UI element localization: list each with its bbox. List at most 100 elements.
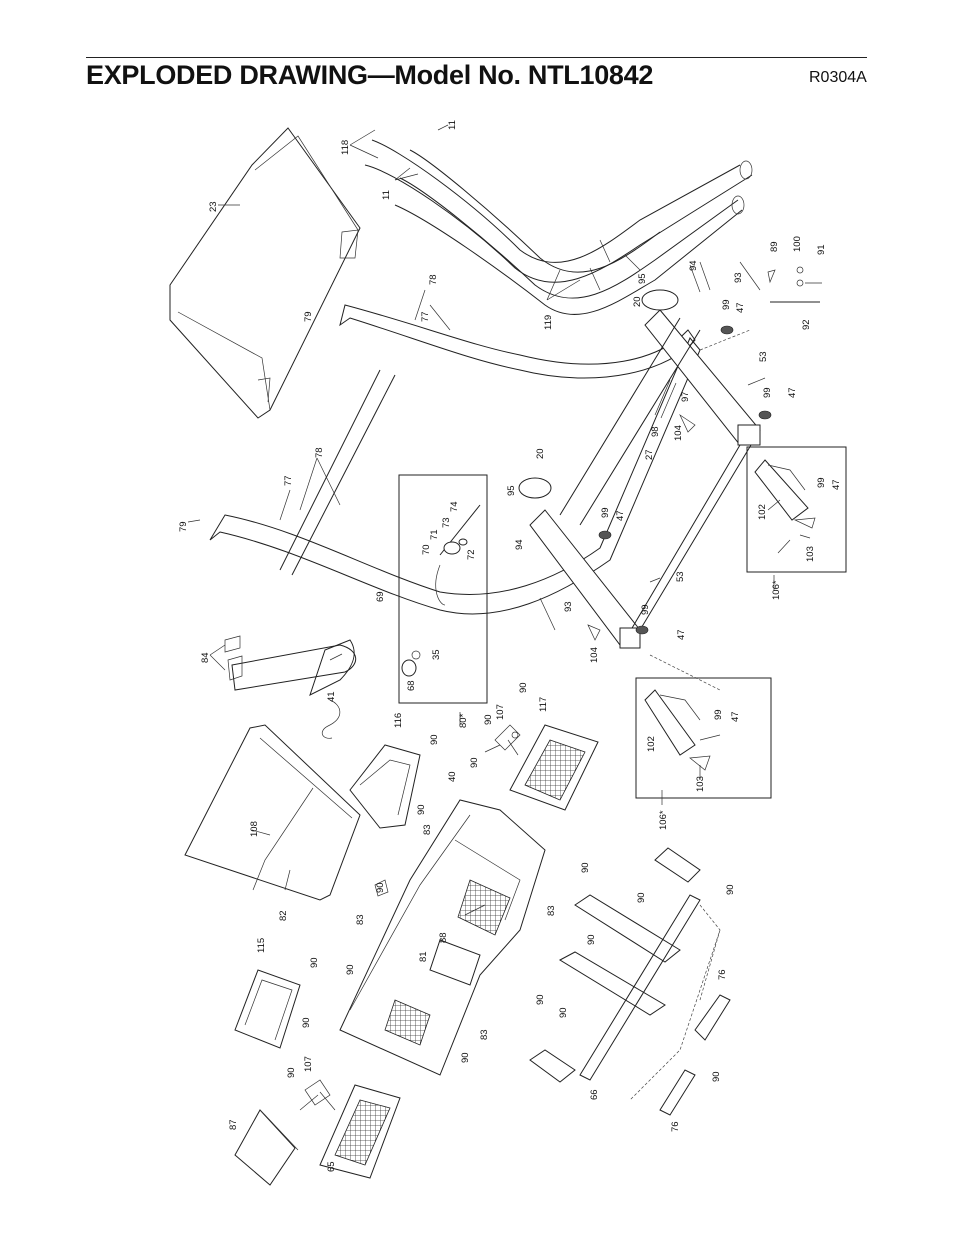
callout-47: 47: [831, 479, 842, 490]
callout-99: 99: [600, 507, 611, 518]
callout-115: 115: [256, 938, 267, 953]
callout-99: 99: [762, 387, 773, 398]
callout-90: 90: [636, 892, 647, 903]
callout-35: 35: [431, 649, 442, 660]
callout-97: 97: [680, 391, 691, 402]
callout-65: 65: [326, 1161, 337, 1172]
end-cap-part: [659, 994, 731, 1116]
callout-83: 83: [355, 914, 366, 925]
callout-78: 78: [314, 447, 325, 458]
callout-90: 90: [375, 882, 386, 893]
callout-103: 103: [695, 776, 706, 792]
fan-part-2: [299, 1079, 336, 1111]
callout-104: 104: [589, 647, 600, 663]
callout-23: 23: [208, 201, 219, 212]
callout-90: 90: [286, 1067, 297, 1078]
callout-95: 95: [506, 485, 517, 496]
callout-83: 83: [546, 905, 557, 916]
callout-72: 72: [466, 549, 477, 560]
tray-part: [224, 635, 357, 691]
callout-76: 76: [670, 1121, 681, 1132]
hood-part: [184, 639, 361, 901]
base-frame-part: [529, 847, 721, 1101]
callout-104: 104: [673, 425, 684, 441]
callout-100: 100: [792, 236, 803, 252]
callout-90: 90: [725, 884, 736, 895]
callout-68: 68: [406, 680, 417, 691]
callout-27: 27: [644, 449, 655, 460]
callout-95: 95: [637, 273, 648, 284]
callout-81: 81: [418, 951, 429, 962]
callout-99: 99: [713, 709, 724, 720]
callout-89: 89: [769, 241, 780, 252]
fan-shroud-part-2: [234, 969, 301, 1049]
callout-73: 73: [441, 517, 452, 528]
callout-106: 106*: [771, 580, 782, 600]
callout-53: 53: [675, 571, 686, 582]
callout-66: 66: [589, 1089, 600, 1100]
callout-94: 94: [688, 260, 699, 271]
callout-90: 90: [711, 1071, 722, 1082]
callout-76: 76: [717, 969, 728, 980]
fan-part: [484, 724, 521, 756]
callout-11: 11: [447, 120, 458, 130]
callout-47: 47: [676, 629, 687, 640]
console-part: [169, 127, 361, 419]
callout-47: 47: [615, 510, 626, 521]
hardware-parts: [539, 261, 822, 641]
callout-90: 90: [580, 862, 591, 873]
callout-88: 88: [438, 932, 449, 943]
callout-98: 98: [650, 426, 661, 437]
callout-77: 77: [420, 311, 431, 322]
callout-99: 99: [721, 299, 732, 310]
callout-90: 90: [535, 994, 546, 1005]
callout-119: 119: [543, 315, 554, 330]
callout-91: 91: [816, 244, 827, 255]
callout-93: 93: [563, 601, 574, 612]
callout-90: 90: [518, 682, 529, 693]
callout-69: 69: [375, 591, 386, 602]
callout-92: 92: [801, 319, 812, 330]
callout-117: 117: [538, 697, 549, 712]
callout-99: 99: [640, 604, 651, 615]
callout-83: 83: [422, 824, 433, 835]
callout-83: 83: [479, 1029, 490, 1040]
callout-94: 94: [514, 539, 525, 550]
grill-part-2: [319, 1084, 401, 1179]
callout-80: 80*: [458, 713, 469, 728]
upright-frame-part: [209, 289, 761, 691]
callout-47: 47: [787, 387, 798, 398]
leader-lines: [187, 124, 791, 891]
callout-108: 108: [249, 821, 260, 837]
pad-part: [234, 1109, 299, 1186]
callout-41: 41: [326, 691, 337, 702]
callout-90: 90: [460, 1052, 471, 1063]
inset-106-b: [635, 677, 772, 799]
callout-106: 106*: [658, 810, 669, 830]
callout-90: 90: [429, 734, 440, 745]
callout-84: 84: [200, 652, 211, 663]
callout-90: 90: [586, 934, 597, 945]
callout-90: 90: [309, 957, 320, 968]
callout-11: 11: [381, 190, 392, 200]
drawing-code: R0304A: [809, 69, 867, 86]
callout-107: 107: [495, 704, 506, 720]
callout-79: 79: [178, 521, 189, 532]
callout-20: 20: [535, 448, 546, 459]
callout-90: 90: [469, 757, 480, 768]
page-title: EXPLODED DRAWING—Model No. NTL10842: [86, 60, 654, 90]
callout-90: 90: [345, 964, 356, 975]
callout-107: 107: [303, 1056, 314, 1072]
callout-90: 90: [416, 804, 427, 815]
callout-116: 116: [393, 713, 404, 728]
callout-47: 47: [735, 302, 746, 313]
header-rule: [86, 57, 867, 58]
grill-part: [509, 724, 599, 811]
callout-90: 90: [301, 1017, 312, 1028]
callout-99: 99: [816, 477, 827, 488]
wire-part: [321, 699, 341, 739]
callout-53: 53: [758, 351, 769, 362]
chassis-part: [339, 799, 546, 1076]
fan-shroud-part: [349, 744, 421, 829]
